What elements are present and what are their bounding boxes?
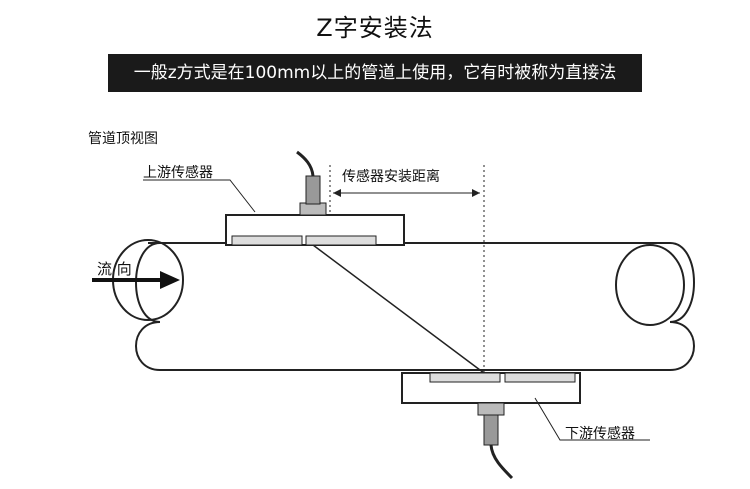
downstream-connector	[483, 414, 499, 446]
view-label: 管道顶视图	[88, 131, 158, 147]
upstream-connector-base	[299, 202, 327, 216]
downstream-transducer-pad-2	[504, 372, 576, 383]
subtitle-banner: 一般z方式是在100mm以上的管道上使用，它有时被称为直接法	[108, 54, 642, 92]
downstream-sensor-label: 下游传感器	[565, 426, 635, 442]
upstream-transducer-pad-1	[231, 235, 303, 246]
signal-path	[312, 244, 485, 374]
downstream-transducer-pad-1	[429, 372, 501, 383]
distance-label: 传感器安装距离	[342, 169, 440, 185]
upstream-transducer-pad-2	[305, 235, 377, 246]
downstream-label-leader	[534, 397, 650, 441]
page-title: Z字安装法	[316, 14, 434, 42]
downstream-cable	[489, 444, 514, 480]
upstream-sensor-label: 上游传感器	[143, 165, 213, 181]
distance-arrowhead-right	[472, 189, 480, 197]
flow-arrowhead	[160, 271, 180, 289]
pipe-body	[135, 242, 695, 371]
pipe-right-end	[615, 244, 685, 326]
upstream-connector	[305, 175, 321, 205]
distance-arrowhead-left	[333, 189, 341, 197]
upstream-cable	[296, 150, 315, 177]
downstream-connector-base	[477, 402, 505, 416]
upstream-label-leader	[143, 179, 256, 213]
flow-label: 流 向	[97, 260, 132, 278]
